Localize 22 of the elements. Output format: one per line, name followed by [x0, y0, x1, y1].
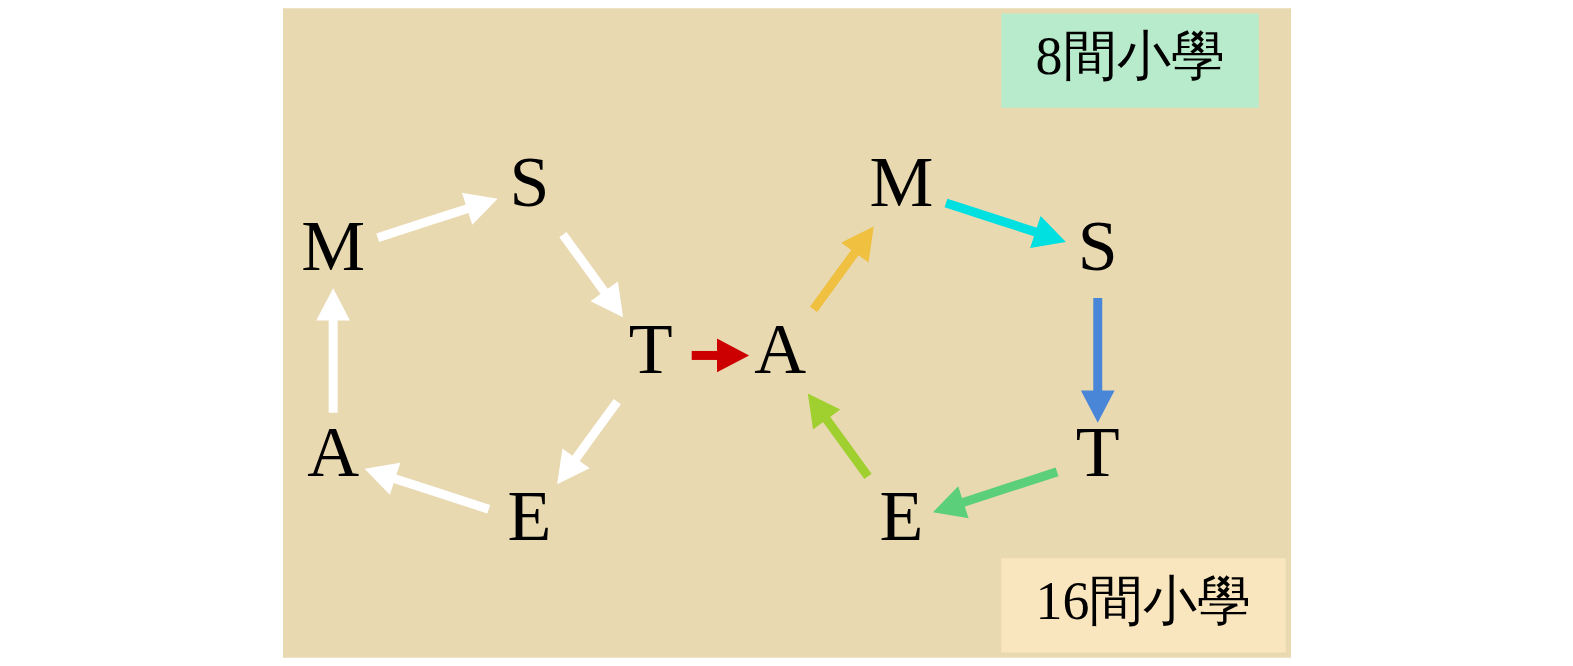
- node-text: E: [507, 476, 551, 557]
- arrow: [932, 467, 1058, 519]
- node-text: S: [1077, 206, 1118, 287]
- arrow: [364, 462, 490, 514]
- node-box: 8間小學: [1000, 13, 1259, 108]
- arrow: [315, 288, 350, 413]
- node-text: E: [878, 476, 923, 557]
- node-text: A: [753, 309, 806, 390]
- arrow: [558, 231, 623, 318]
- node-text: M: [868, 142, 933, 223]
- arrow: [809, 226, 874, 312]
- arrow: [556, 398, 621, 485]
- arrow: [691, 338, 749, 373]
- arrow: [1080, 298, 1115, 423]
- node-text: S: [508, 142, 549, 223]
- arrow: [807, 393, 872, 479]
- arrow: [944, 198, 1066, 248]
- arrow: [375, 192, 498, 243]
- node-text: A: [306, 412, 359, 493]
- node-text: T: [628, 309, 673, 390]
- node-text: M: [300, 206, 365, 287]
- node-text: T: [1075, 412, 1120, 493]
